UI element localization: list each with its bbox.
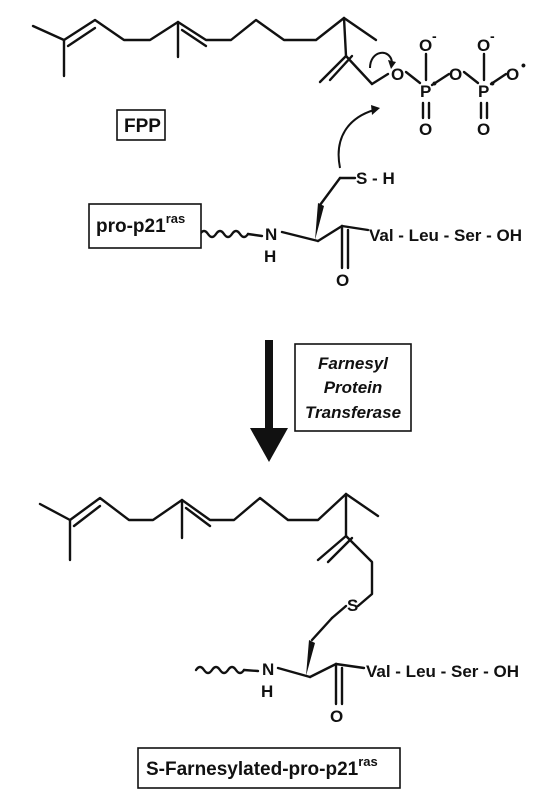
curved-arrow-head-2 <box>371 105 380 115</box>
atom-p1: P <box>420 82 431 101</box>
pro-p21-label-base: pro-p21 <box>96 216 166 237</box>
bond-ca-co-bottom <box>308 662 338 679</box>
atom-o-bridge-2: O <box>449 65 462 84</box>
curved-arrow-head-1 <box>388 60 396 69</box>
bond-p1-o-bridge <box>430 72 451 87</box>
atom-p2: P <box>478 82 489 101</box>
atom-o-carbonyl-bottom: O <box>330 707 343 726</box>
enzyme-label-box <box>294 343 412 432</box>
diphosphate-group: O P • O - O O P • O - O O • <box>391 28 526 139</box>
product-label-box <box>137 747 401 789</box>
atom-s-thioether: S <box>347 596 358 615</box>
atom-o-double-1: O <box>419 120 432 139</box>
atom-o-anion-2: O <box>477 36 490 55</box>
fpp-c-o-bond <box>370 72 390 86</box>
atom-o-carbonyl-top: O <box>336 271 349 290</box>
product-label-base: S-Farnesylated-pro-p21 <box>146 759 359 780</box>
enzyme-label-line-2: Protein <box>324 378 383 397</box>
charge-minus-1: - <box>432 28 437 44</box>
charge-minus-2: - <box>490 28 495 44</box>
product-terminal-methyl <box>344 492 380 518</box>
product-label-sup: ras <box>358 754 378 769</box>
fpp-farnesyl-chain <box>31 16 390 86</box>
product-allylic-bonds <box>316 492 348 562</box>
bond-chain-n-bottom <box>242 668 260 673</box>
atom-h-bottom: H <box>261 682 273 701</box>
product-chain-bonds <box>38 492 348 522</box>
atom-n-top: N <box>265 225 277 244</box>
bond-ca-co-top <box>316 224 344 243</box>
fpp-label-box <box>116 109 166 141</box>
curved-arrow-nucleophile <box>337 109 375 169</box>
atom-o-bridge-1: O <box>391 65 404 84</box>
atom-o-anion-1: O <box>419 36 432 55</box>
bond-s-ch2-bottom <box>330 604 348 620</box>
reaction-arrow <box>250 340 288 462</box>
cysteine-residue-top: S - H O N H Val - Leu - Ser - OH <box>198 169 522 290</box>
curved-arrow-leaving-group <box>369 52 393 69</box>
wavy-bond-bottom <box>194 665 246 675</box>
o3-radical: • <box>521 57 526 73</box>
enzyme-label-line-1: Farnesyl <box>318 354 389 373</box>
bond-o-p1 <box>404 70 422 85</box>
atom-h-top: H <box>264 247 276 266</box>
bond-c-val-bottom <box>334 662 366 670</box>
fpp-terminal-methyl <box>342 16 378 42</box>
wavy-bond-top <box>198 229 250 239</box>
fpp-ch2-bond <box>344 54 374 86</box>
peptide-tail-top: Val - Leu - Ser - OH <box>369 226 522 245</box>
pro-p21-label-box <box>88 203 202 249</box>
bond-ca-ch2-bottom <box>310 616 334 642</box>
product-label: S-Farnesylated-pro-p21ras <box>146 754 378 780</box>
atom-o-double-2: O <box>477 120 490 139</box>
atom-s-h: S - H <box>356 169 395 188</box>
product-double-bond-2 <box>184 506 212 528</box>
mechanism-arrows <box>337 52 396 169</box>
fpp-double-bond-1 <box>66 26 97 48</box>
product-farnesyl-chain <box>38 492 380 608</box>
bond-o-p2 <box>462 70 480 85</box>
wedge-bond-bottom <box>306 640 315 676</box>
atom-n-bottom: N <box>262 660 274 679</box>
enzyme-label-line-3: Transferase <box>305 403 401 422</box>
peptide-tail-bottom: Val - Leu - Ser - OH <box>366 662 519 681</box>
wedge-bond-top <box>315 203 324 240</box>
bond-c-val-top <box>340 224 370 232</box>
bond-n-ca-bottom <box>276 666 312 679</box>
fpp-label: FPP <box>124 116 161 137</box>
bond-chain-n-top <box>246 232 264 238</box>
bond-ca-ch2-top <box>318 176 342 207</box>
bond-p2-o-anion <box>489 72 508 86</box>
product-ch2-s-bonds <box>344 534 374 608</box>
product-double-bond-1 <box>72 504 102 528</box>
product-double-bond-3 <box>326 536 354 564</box>
fpp-double-bond-2 <box>180 28 208 48</box>
pro-p21-label-sup: ras <box>166 211 186 226</box>
pro-p21-label: pro-p21ras <box>96 211 185 237</box>
atom-o-anion-3: O <box>506 65 519 84</box>
bond-n-ca-top <box>280 230 320 243</box>
cysteine-residue-bottom: S O N H Val - Leu - Ser - OH <box>194 596 519 726</box>
reaction-arrow-head <box>250 428 288 462</box>
fpp-chain-bonds <box>31 16 346 42</box>
